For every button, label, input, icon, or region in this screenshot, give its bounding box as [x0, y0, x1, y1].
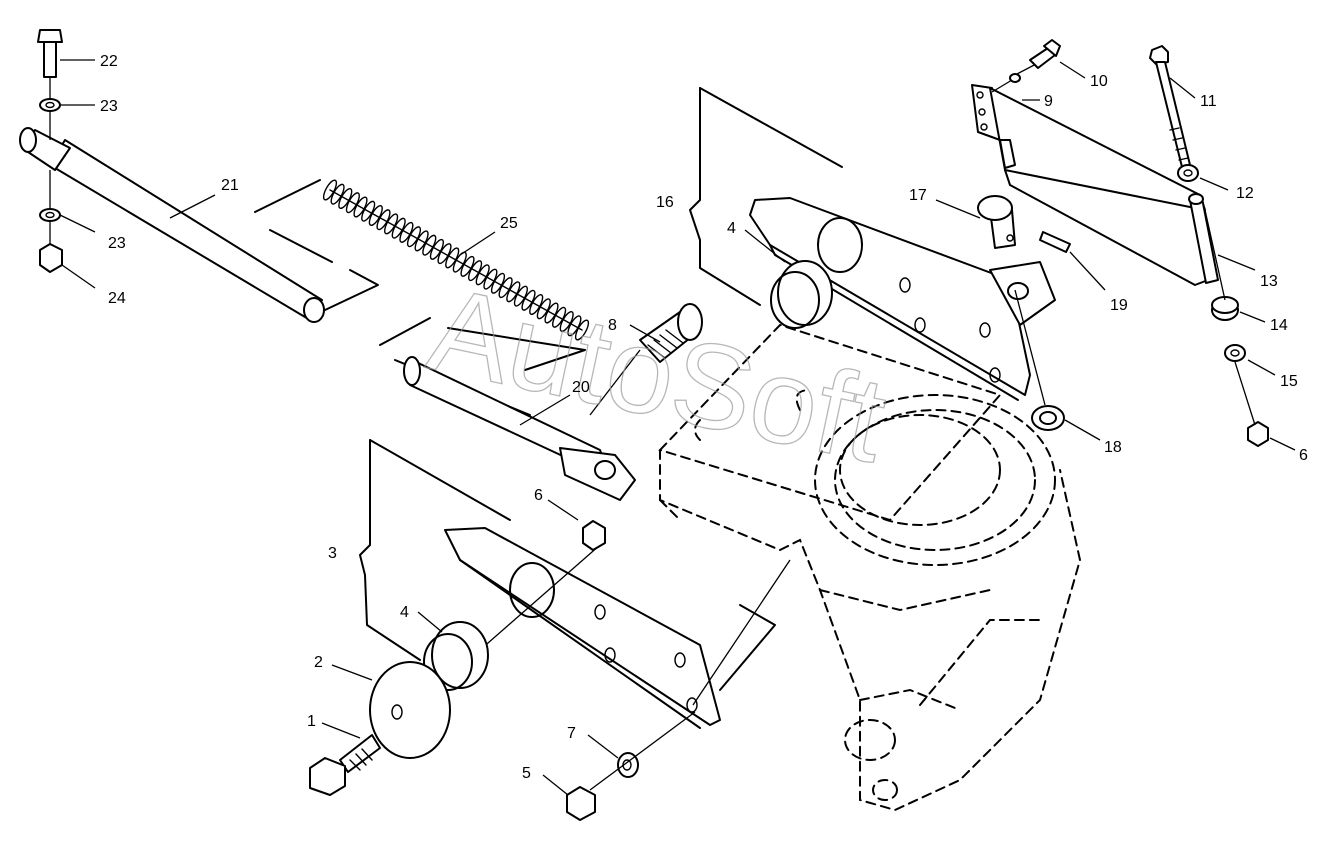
spring-coil: [521, 289, 536, 311]
spring: [254, 179, 590, 341]
callout-6-lower: 6: [534, 487, 543, 504]
lower-plate: [359, 439, 791, 729]
callout-labels: 22 23 21 23 24 25 8 20 16 4 17 9 10 11 1…: [100, 53, 1308, 782]
spring-coil: [353, 196, 368, 218]
spring-coil: [475, 264, 490, 286]
callout-1: 1: [307, 713, 316, 730]
callout-10: 10: [1090, 73, 1108, 90]
bolt-washer-nut-stack: [37, 29, 63, 273]
roll-pin-19: [1039, 231, 1071, 253]
callout-23-lower: 23: [108, 235, 126, 252]
spring-coil: [437, 243, 452, 265]
callout-18: 18: [1104, 439, 1122, 456]
callout-9: 9: [1044, 93, 1053, 110]
callout-12: 12: [1236, 185, 1254, 202]
bushing-14: [1211, 296, 1239, 321]
spring-coil: [414, 230, 429, 252]
shaft: [19, 75, 325, 323]
spring-coil: [574, 319, 590, 341]
callout-4-lower: 4: [400, 604, 409, 621]
callout-22: 22: [100, 53, 118, 70]
callout-16: 16: [656, 194, 674, 211]
callout-7: 7: [567, 725, 576, 742]
sleeve-upper: [770, 260, 833, 329]
callout-20: 20: [572, 379, 590, 396]
spring-coil: [399, 221, 414, 243]
nut-upper-6: [1204, 209, 1269, 447]
spring-coil: [506, 281, 521, 303]
hex-bolt-lower: [309, 734, 381, 796]
spring-coil: [490, 272, 506, 294]
spring-coil: [384, 213, 399, 235]
washer-12: [1177, 164, 1199, 182]
callout-6-right: 6: [1299, 447, 1308, 464]
spring-coil: [452, 251, 467, 273]
spring-coil: [345, 192, 360, 214]
long-bolt-11: [1149, 45, 1191, 168]
callout-5: 5: [522, 765, 531, 782]
callout-2: 2: [314, 654, 323, 671]
nut-5: [566, 711, 696, 821]
large-washer: [369, 661, 451, 759]
sleeve-lower: [423, 621, 489, 691]
bolt-10: [1029, 39, 1061, 69]
callout-24: 24: [108, 290, 126, 307]
spring-coil: [544, 302, 559, 324]
stud-pin: [589, 303, 703, 416]
callout-21: 21: [221, 177, 239, 194]
nut-lower-6: [582, 520, 606, 551]
spring-coil: [536, 298, 551, 320]
spring-coil: [529, 293, 544, 316]
callout-15: 15: [1280, 373, 1298, 390]
callout-11: 11: [1200, 93, 1217, 110]
washer-18: [1031, 405, 1065, 431]
callout-23-upper: 23: [100, 98, 118, 115]
callout-19: 19: [1110, 297, 1128, 314]
bushing-tube: [379, 317, 636, 501]
callout-25: 25: [500, 215, 518, 232]
callout-17: 17: [909, 187, 927, 204]
callout-leaders: [59, 59, 1296, 796]
spring-coil: [559, 310, 574, 333]
clevis-pin-17: [977, 195, 1046, 406]
callout-13: 13: [1260, 273, 1278, 290]
spring-coil: [361, 200, 376, 222]
washer-15: [1224, 344, 1246, 362]
spring-coil: [330, 183, 345, 205]
callout-4-upper: 4: [727, 220, 736, 237]
washer-7: [617, 752, 639, 778]
spring-coil: [368, 204, 383, 227]
callout-14: 14: [1270, 317, 1288, 334]
callout-8: 8: [608, 317, 617, 334]
spring-coil: [391, 217, 406, 239]
spring-coil: [498, 277, 513, 299]
callout-3: 3: [328, 545, 337, 562]
tensioner-bracket: [971, 61, 1219, 286]
small-washer-9: [1009, 73, 1021, 83]
housing-dashed-outline: [658, 323, 1082, 812]
upper-plate: [689, 87, 1056, 401]
